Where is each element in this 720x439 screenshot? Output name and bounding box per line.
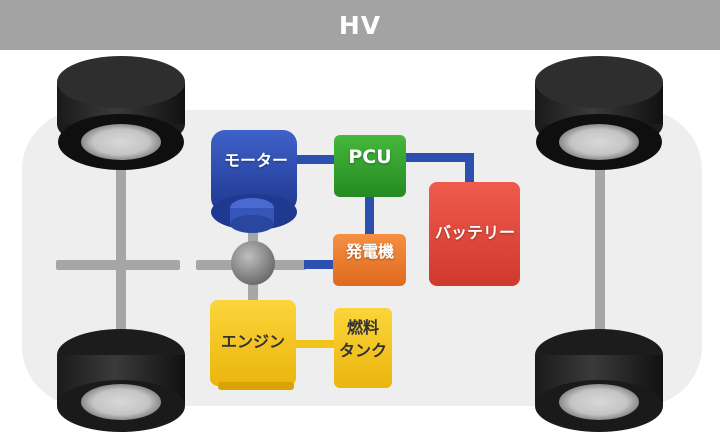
engine-shaft [248,280,258,304]
fuel-tank-label-line1: 燃料 [346,318,379,337]
battery-block [429,182,520,286]
front-axle [116,100,126,385]
generator-block [333,234,406,286]
pcu-block [334,135,406,197]
pcu-label: PCU [348,146,392,168]
engine-label: エンジン [220,332,285,351]
differential [231,241,275,285]
fuel-tank-label-line2: タンク [338,341,387,360]
page-title: HV [338,10,382,40]
engine-block [210,300,296,386]
motor-block [211,130,297,233]
battery-label: バッテリー [434,223,515,242]
fuel-tank-block [334,308,392,388]
wheel-rear-bottom [535,329,663,432]
electric-lines [292,153,474,269]
drive-shaft-left [56,260,180,270]
generator-label: 発電機 [345,242,394,261]
fuel-tank-label: 燃料 タンク [334,316,392,362]
wheel-front-top [57,56,185,170]
fuel-line [294,340,336,348]
wheel-rear-top [535,56,663,170]
header-bar: HV [0,0,720,50]
rear-axle [595,100,605,385]
wheel-front-bottom [57,329,185,432]
motor-label: モーター [223,151,288,170]
